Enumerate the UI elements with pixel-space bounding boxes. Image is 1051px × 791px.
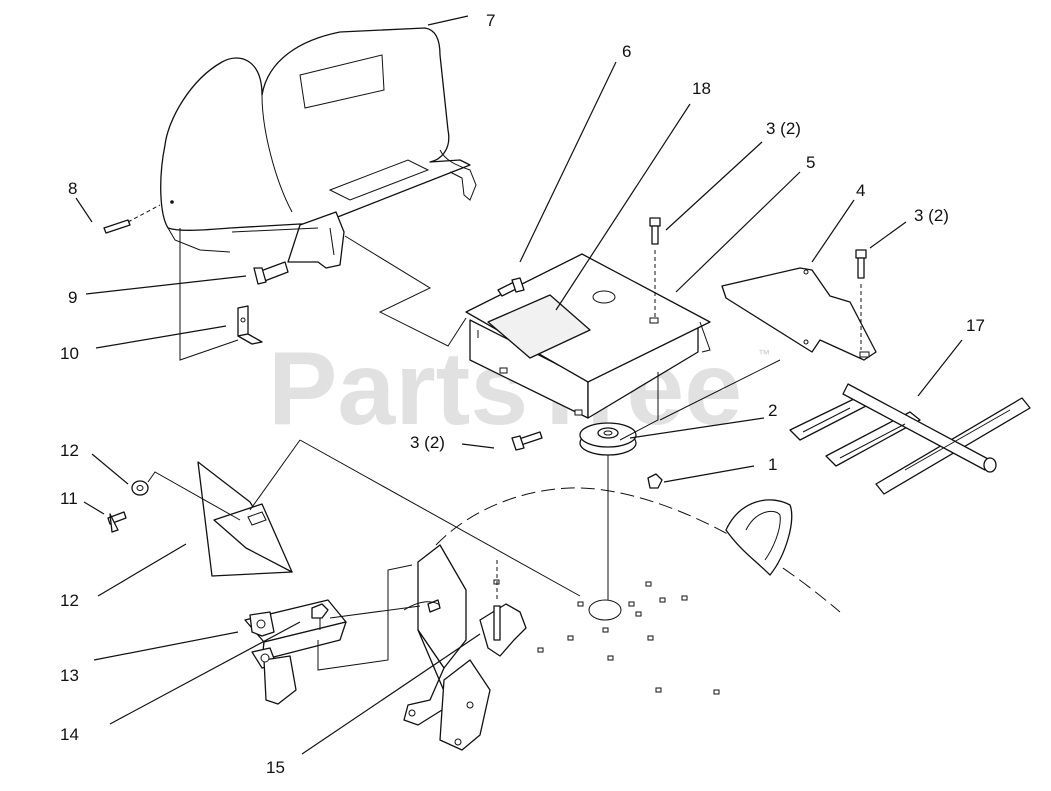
callout-9: 9 [68, 288, 77, 307]
callout-15: 15 [266, 758, 285, 777]
callout-12-bottom: 12 [60, 591, 79, 610]
callout-13: 13 [60, 666, 79, 685]
callout-8: 8 [68, 179, 77, 198]
deck-holes [493, 579, 720, 695]
bracket-part-4 [721, 267, 877, 361]
callout-17: 17 [966, 316, 985, 335]
bolt-part-9 [253, 261, 289, 285]
callout-1: 1 [768, 455, 777, 474]
callout-10: 10 [60, 344, 79, 363]
housing-box-part-18 [465, 253, 711, 419]
deck-plate [435, 487, 841, 695]
nut-part-1 [647, 473, 663, 489]
spindle-part-15 [479, 560, 527, 657]
callout-7: 7 [486, 11, 495, 30]
seat-part-7 [160, 27, 477, 269]
callout-6: 6 [622, 42, 631, 61]
nut-part-14 [311, 603, 329, 630]
bolt-part-3-top [649, 217, 661, 318]
chute-bracket [403, 544, 491, 751]
axle-part-17 [789, 383, 1031, 495]
deflector-part-12 [197, 439, 301, 577]
callout-5: 5 [806, 153, 815, 172]
bolt-part-6 [497, 277, 525, 297]
callout-3-lower: 3 (2) [410, 433, 445, 452]
washer-part-12 [131, 471, 241, 521]
callout-4: 4 [856, 181, 865, 200]
bolt-part-3-right [855, 249, 867, 350]
bolt-part-8 [103, 204, 161, 234]
callout-3-top: 3 (2) [766, 119, 801, 138]
callout-12-top: 12 [60, 441, 79, 460]
bracket-part-10 [237, 305, 263, 345]
callout-18: 18 [692, 79, 711, 98]
callout-labels: 7 6 18 3 (2) 5 4 3 (2) 17 8 9 10 2 3 (2)… [60, 11, 985, 777]
callout-3-right: 3 (2) [914, 206, 949, 225]
callout-14: 14 [60, 725, 79, 744]
watermark-trademark: ™ [758, 347, 770, 361]
screw-part-11 [107, 511, 127, 533]
pulley-part-2 [579, 422, 637, 600]
bracket-part-13 [244, 599, 347, 705]
callout-11: 11 [60, 489, 78, 508]
bolt-part-3-lower [511, 431, 543, 451]
leader-lines [75, 15, 963, 755]
callout-2: 2 [768, 401, 777, 420]
